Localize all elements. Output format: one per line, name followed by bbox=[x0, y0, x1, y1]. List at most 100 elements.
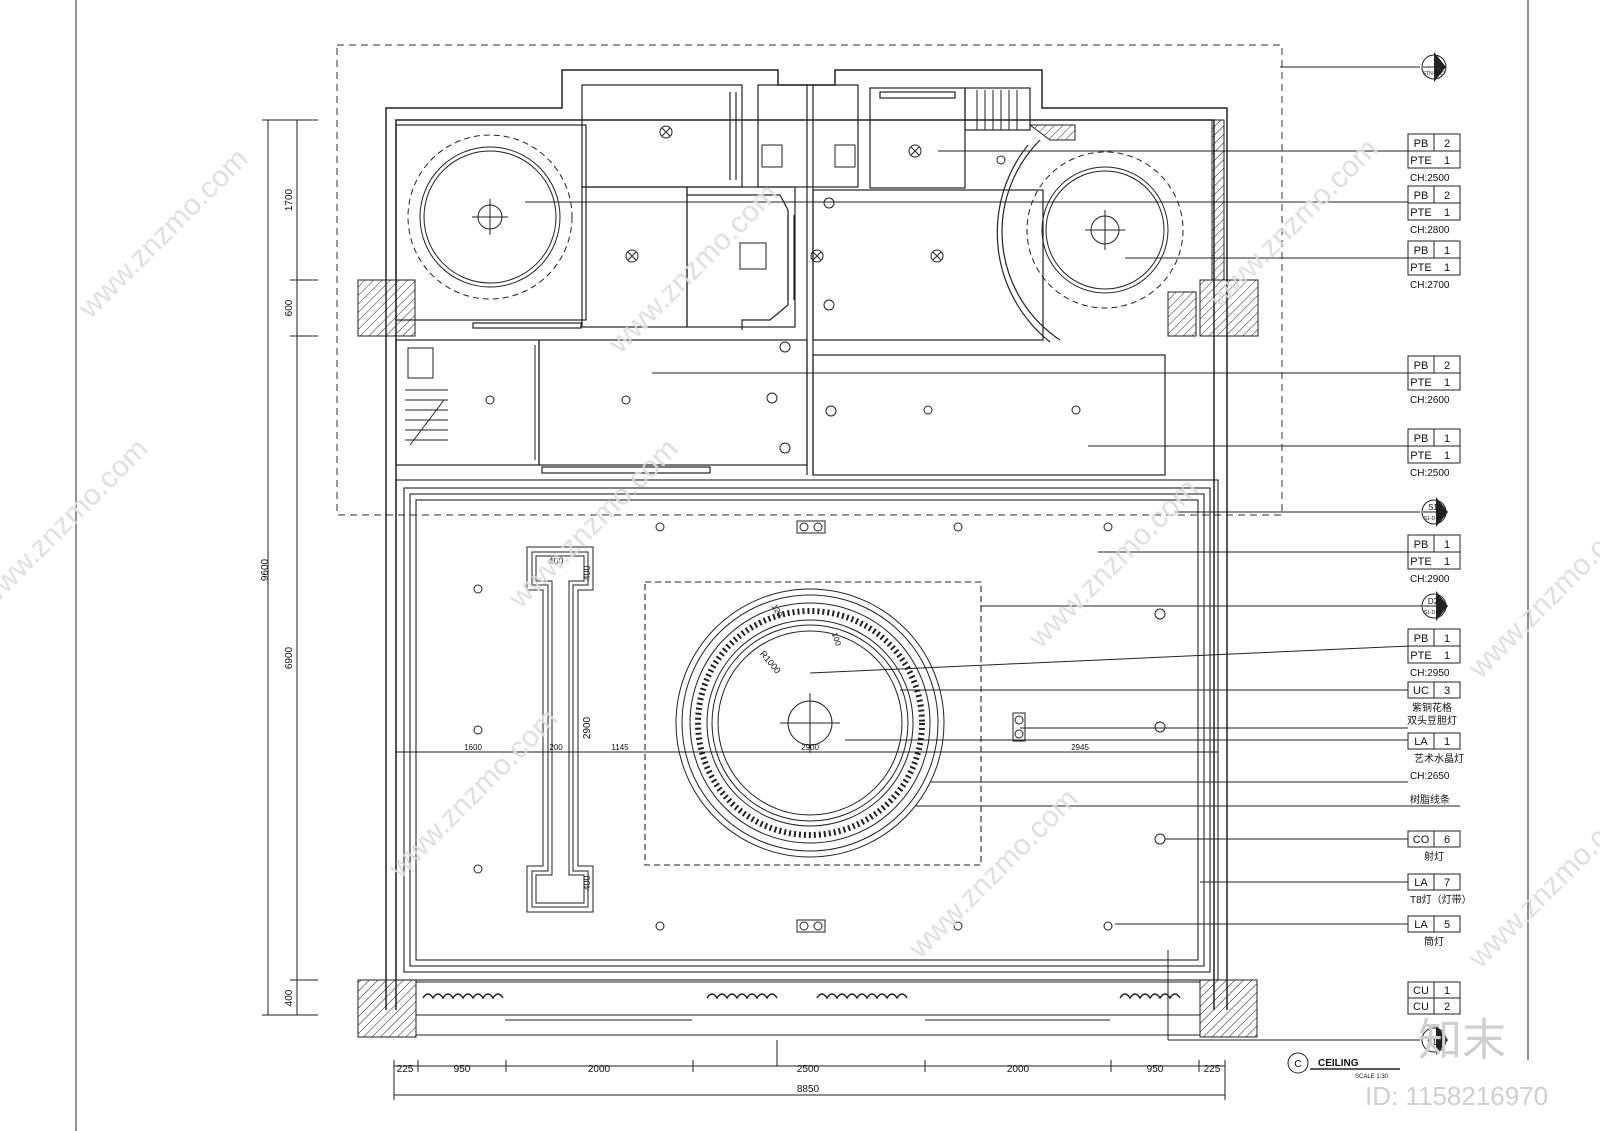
svg-text:CH:2500: CH:2500 bbox=[1410, 173, 1450, 184]
dim-row: 2945 bbox=[1071, 743, 1089, 752]
svg-text:PTE: PTE bbox=[1410, 556, 1431, 568]
svg-text:CH:2650: CH:2650 bbox=[1410, 771, 1450, 782]
svg-text:LA: LA bbox=[1414, 736, 1428, 748]
section-marker: D2 S1-D-07 bbox=[1421, 591, 1448, 621]
svg-text:PB: PB bbox=[1414, 433, 1429, 445]
svg-text:2: 2 bbox=[1444, 190, 1450, 202]
svg-text:CU: CU bbox=[1413, 1001, 1429, 1013]
svg-text:射灯: 射灯 bbox=[1424, 851, 1444, 863]
svg-text:CH:2500: CH:2500 bbox=[1410, 468, 1450, 479]
section-marker: S1 S1-D-07 bbox=[1421, 497, 1448, 527]
svg-text:www.znzmo.com: www.znzmo.com bbox=[1201, 132, 1384, 315]
toilet-fixture bbox=[761, 144, 783, 168]
svg-text:1: 1 bbox=[1444, 262, 1450, 274]
svg-text:树脂线条: 树脂线条 bbox=[1410, 793, 1450, 806]
svg-text:PB: PB bbox=[1414, 360, 1429, 372]
dim-row: 2900 bbox=[801, 743, 819, 752]
dim-bottom-seg: 950 bbox=[454, 1064, 471, 1075]
dim-left-total: 9600 bbox=[260, 558, 271, 581]
dim-pillar-length: 2900 bbox=[582, 716, 593, 739]
beam-outline bbox=[526, 546, 594, 913]
svg-text:S1-D-07: S1-D-07 bbox=[1424, 516, 1443, 522]
svg-text:筒灯: 筒灯 bbox=[1424, 935, 1444, 948]
svg-text:T8灯（灯带）: T8灯（灯带） bbox=[1410, 894, 1472, 906]
section-marker: S1 bbox=[1421, 1025, 1448, 1055]
svg-text:SCALE 1:30: SCALE 1:30 bbox=[1355, 1074, 1389, 1080]
svg-text:2: 2 bbox=[1444, 138, 1450, 150]
svg-text:PB: PB bbox=[1414, 633, 1429, 645]
svg-text:5: 5 bbox=[1444, 919, 1450, 931]
round-ceiling-main bbox=[675, 588, 945, 858]
downlight-icons bbox=[473, 125, 1166, 933]
section-marker: STN-D-07 bbox=[1421, 52, 1447, 82]
drawing-title: C CEILING SCALE 1:30 bbox=[1287, 1052, 1400, 1080]
svg-text:1: 1 bbox=[1444, 155, 1450, 167]
svg-text:LA: LA bbox=[1414, 877, 1428, 889]
svg-text:1: 1 bbox=[1444, 539, 1450, 551]
dim-left-seg: 6900 bbox=[284, 646, 295, 669]
dim-bottom-seg: 225 bbox=[1204, 1064, 1221, 1075]
pillar-hatch bbox=[357, 279, 416, 337]
ceiling-tag: PB 1 PTE 1 CH:2500 bbox=[1407, 428, 1461, 479]
svg-text:1: 1 bbox=[1444, 377, 1450, 389]
dimension-lines bbox=[262, 119, 1226, 1100]
svg-text:3: 3 bbox=[1444, 685, 1450, 697]
svg-text:7: 7 bbox=[1444, 877, 1450, 889]
svg-text:D2: D2 bbox=[1428, 597, 1439, 606]
dim-bottom-seg: 225 bbox=[397, 1064, 414, 1075]
svg-text:www.znzmo.com: www.znzmo.com bbox=[1461, 792, 1600, 975]
dim-pillar-top: 400 bbox=[582, 565, 592, 580]
svg-text:CH:2700: CH:2700 bbox=[1410, 280, 1450, 291]
dim-bottom-seg: 2000 bbox=[588, 1064, 611, 1075]
curtain-waves bbox=[422, 993, 1181, 1000]
dim-pillar-width: 400 bbox=[548, 556, 563, 566]
svg-text:S1: S1 bbox=[1428, 503, 1438, 512]
svg-text:1: 1 bbox=[1444, 245, 1450, 257]
svg-text:PB: PB bbox=[1414, 539, 1429, 551]
pillar-hatch bbox=[1199, 279, 1259, 337]
svg-text:知末: 知末 bbox=[1418, 1016, 1506, 1065]
hatched-corner bbox=[1028, 124, 1076, 141]
toilet-fixture bbox=[834, 144, 856, 168]
svg-text:2: 2 bbox=[1444, 1001, 1450, 1013]
legend-item: LA 7 T8灯（灯带） bbox=[1407, 873, 1472, 906]
svg-text:CH:2950: CH:2950 bbox=[1410, 668, 1450, 679]
svg-text:1: 1 bbox=[1444, 433, 1450, 445]
wall-hatch-strip bbox=[1211, 119, 1225, 281]
dim-row: 200 bbox=[549, 743, 563, 752]
pillar-hatch bbox=[1199, 979, 1258, 1038]
svg-text:PB: PB bbox=[1414, 245, 1429, 257]
exhaust-fan bbox=[739, 242, 767, 270]
svg-text:PTE: PTE bbox=[1410, 450, 1431, 462]
dim-bottom-seg: 950 bbox=[1147, 1064, 1164, 1075]
svg-text:CU: CU bbox=[1413, 985, 1429, 997]
svg-text:1: 1 bbox=[1444, 633, 1450, 645]
dim-row: 1600 bbox=[464, 743, 482, 752]
pillar-hatch bbox=[357, 979, 417, 1038]
svg-text:PTE: PTE bbox=[1410, 155, 1431, 167]
dim-row: 1145 bbox=[611, 743, 629, 752]
svg-text:CO: CO bbox=[1413, 834, 1430, 846]
svg-text:www.znzmo.com: www.znzmo.com bbox=[0, 432, 155, 615]
watermark: www.znzmo.com www.znzmo.com www.znzmo.co… bbox=[0, 132, 1600, 975]
dim-left-seg: 600 bbox=[284, 299, 295, 316]
living-room-ceiling bbox=[395, 479, 1219, 981]
svg-text:1: 1 bbox=[1444, 450, 1450, 462]
svg-text:2: 2 bbox=[1444, 360, 1450, 372]
dashed-section-boundary bbox=[336, 44, 1283, 516]
svg-text:CEILING: CEILING bbox=[1318, 1058, 1359, 1069]
svg-text:www.znzmo.com: www.znzmo.com bbox=[71, 142, 254, 325]
svg-text:1: 1 bbox=[1444, 207, 1450, 219]
dim-left-seg: 400 bbox=[284, 989, 295, 1006]
svg-text:PTE: PTE bbox=[1410, 650, 1431, 662]
svg-text:CH:2900: CH:2900 bbox=[1410, 574, 1450, 585]
dim-left-seg: 1700 bbox=[284, 188, 295, 211]
dim-ring: 100 bbox=[830, 631, 843, 647]
dim-ring: 120 bbox=[770, 603, 785, 620]
